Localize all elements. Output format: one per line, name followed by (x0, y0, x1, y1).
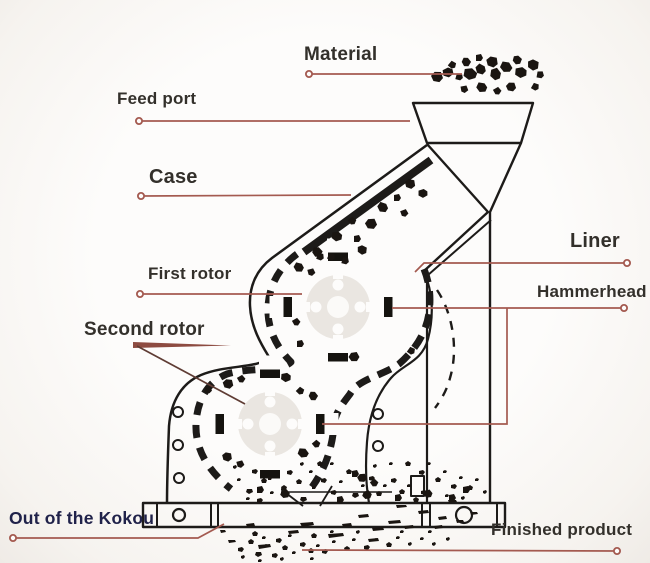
leader-finished-product (301, 549, 618, 552)
leader-lines (8, 70, 632, 556)
label-finished-product: Finished product (491, 520, 633, 539)
label-second-rotor: Second rotor (84, 319, 205, 340)
label-material: Material (304, 44, 378, 65)
crushed-product-pile (220, 461, 487, 562)
label-hammerhead: Hammerhead (537, 282, 647, 301)
label-case: Case (149, 166, 198, 188)
leader-case (140, 194, 352, 197)
label-feed-port: Feed port (117, 89, 197, 108)
support-block (410, 475, 425, 497)
base-frame-drawing (141, 501, 507, 529)
leader-liner (414, 262, 627, 273)
leader-out-of-the-kokou (13, 523, 225, 539)
bolt-holes (172, 406, 384, 484)
label-liner: Liner (570, 230, 620, 252)
liner-drawing (192, 156, 434, 492)
feed-hopper-drawing (411, 101, 535, 504)
leader-second-rotor-wedge (133, 342, 231, 348)
label-out-of-the-kokou: Out of the Kokou (9, 508, 155, 528)
label-first-rotor: First rotor (148, 264, 232, 283)
hidden-contour-dashed (434, 289, 456, 409)
leader-hammerhead-branch (322, 308, 508, 425)
leader-second-rotor-line (136, 345, 246, 405)
